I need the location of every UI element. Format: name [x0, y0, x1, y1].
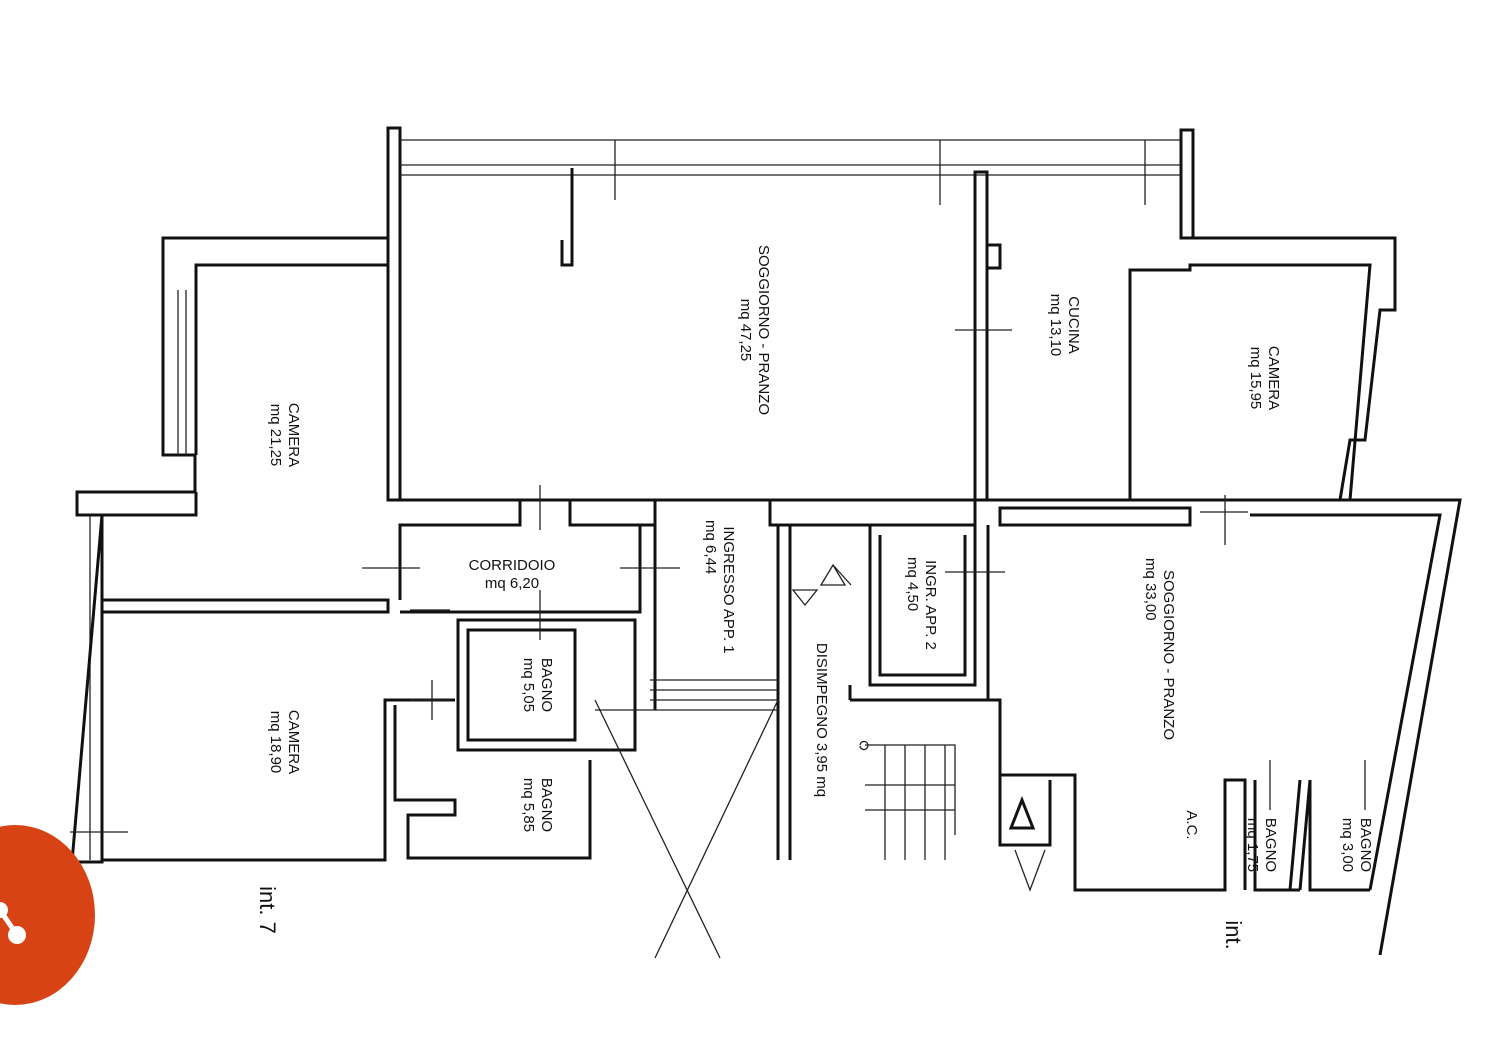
share-icon — [0, 902, 26, 944]
share-button[interactable] — [0, 825, 95, 1005]
room-name: SOGGIORNO - PRANZO — [755, 245, 772, 415]
room-name: CAMERA — [285, 710, 302, 774]
room-cucina: CUCINA mq 13,10 — [1047, 294, 1082, 357]
room-name: DISIMPEGNO 3,95 mq — [813, 643, 830, 797]
room-corridoio: CORRIDOIO mq 6,20 — [469, 557, 556, 592]
room-disimpegno: DISIMPEGNO 3,95 mq — [813, 643, 830, 797]
room-bagno-1-75: BAGNO mq 1,75 — [1244, 818, 1279, 872]
unit-label-left: int. 7 — [255, 886, 280, 934]
room-camera-15: CAMERA mq 15,95 — [1247, 346, 1282, 410]
unit-label-right: int. — [1221, 920, 1246, 949]
room-bagno-5-85: BAGNO mq 5,85 — [520, 778, 555, 832]
room-name: BAGNO — [538, 778, 555, 832]
room-soggiorno-33: SOGGIORNO - PRANZO mq 33,00 — [1142, 558, 1177, 740]
room-bagno-5-05: BAGNO mq 5,05 — [520, 658, 555, 712]
room-name: CAMERA — [1265, 346, 1282, 410]
room-area: mq 47,25 — [737, 299, 754, 362]
room-area: mq 6,20 — [485, 575, 539, 592]
room-name: BAGNO — [538, 658, 555, 712]
room-area: mq 21,25 — [267, 404, 284, 467]
room-camera-21: CAMERA mq 21,25 — [267, 403, 302, 467]
room-name: SOGGIORNO - PRANZO — [1160, 570, 1177, 740]
room-name: INGR. APP. 2 — [922, 560, 939, 650]
room-area: mq 4,50 — [904, 557, 921, 611]
room-area: mq 6,44 — [702, 520, 719, 574]
room-ingresso-2: INGR. APP. 2 mq 4,50 — [904, 557, 939, 650]
room-ac: A.C. — [1183, 810, 1200, 839]
room-ingresso-1: INGRESSO APP. 1 mq 6,44 — [702, 520, 737, 654]
room-soggiorno-47: SOGGIORNO - PRANZO mq 47,25 — [737, 245, 772, 415]
room-area: mq 33,00 — [1142, 558, 1159, 621]
room-area: mq 5,05 — [520, 658, 537, 712]
room-name: CUCINA — [1065, 296, 1082, 354]
room-name: CAMERA — [285, 403, 302, 467]
room-name: BAGNO — [1262, 818, 1279, 872]
room-name: A.C. — [1183, 810, 1200, 839]
walls — [70, 126, 1462, 959]
room-bagno-3-00: BAGNO mq 3,00 — [1339, 818, 1374, 872]
room-camera-18: CAMERA mq 18,90 — [267, 710, 302, 774]
room-area: mq 5,85 — [520, 778, 537, 832]
room-name: INGRESSO APP. 1 — [720, 526, 737, 653]
room-area: mq 13,10 — [1047, 294, 1064, 357]
room-area: mq 1,75 — [1244, 818, 1261, 872]
room-area: mq 3,00 — [1339, 818, 1356, 872]
room-area: mq 15,95 — [1247, 347, 1264, 410]
room-name: CORRIDOIO — [469, 557, 556, 574]
room-area: mq 18,90 — [267, 711, 284, 774]
room-name: BAGNO — [1357, 818, 1374, 872]
